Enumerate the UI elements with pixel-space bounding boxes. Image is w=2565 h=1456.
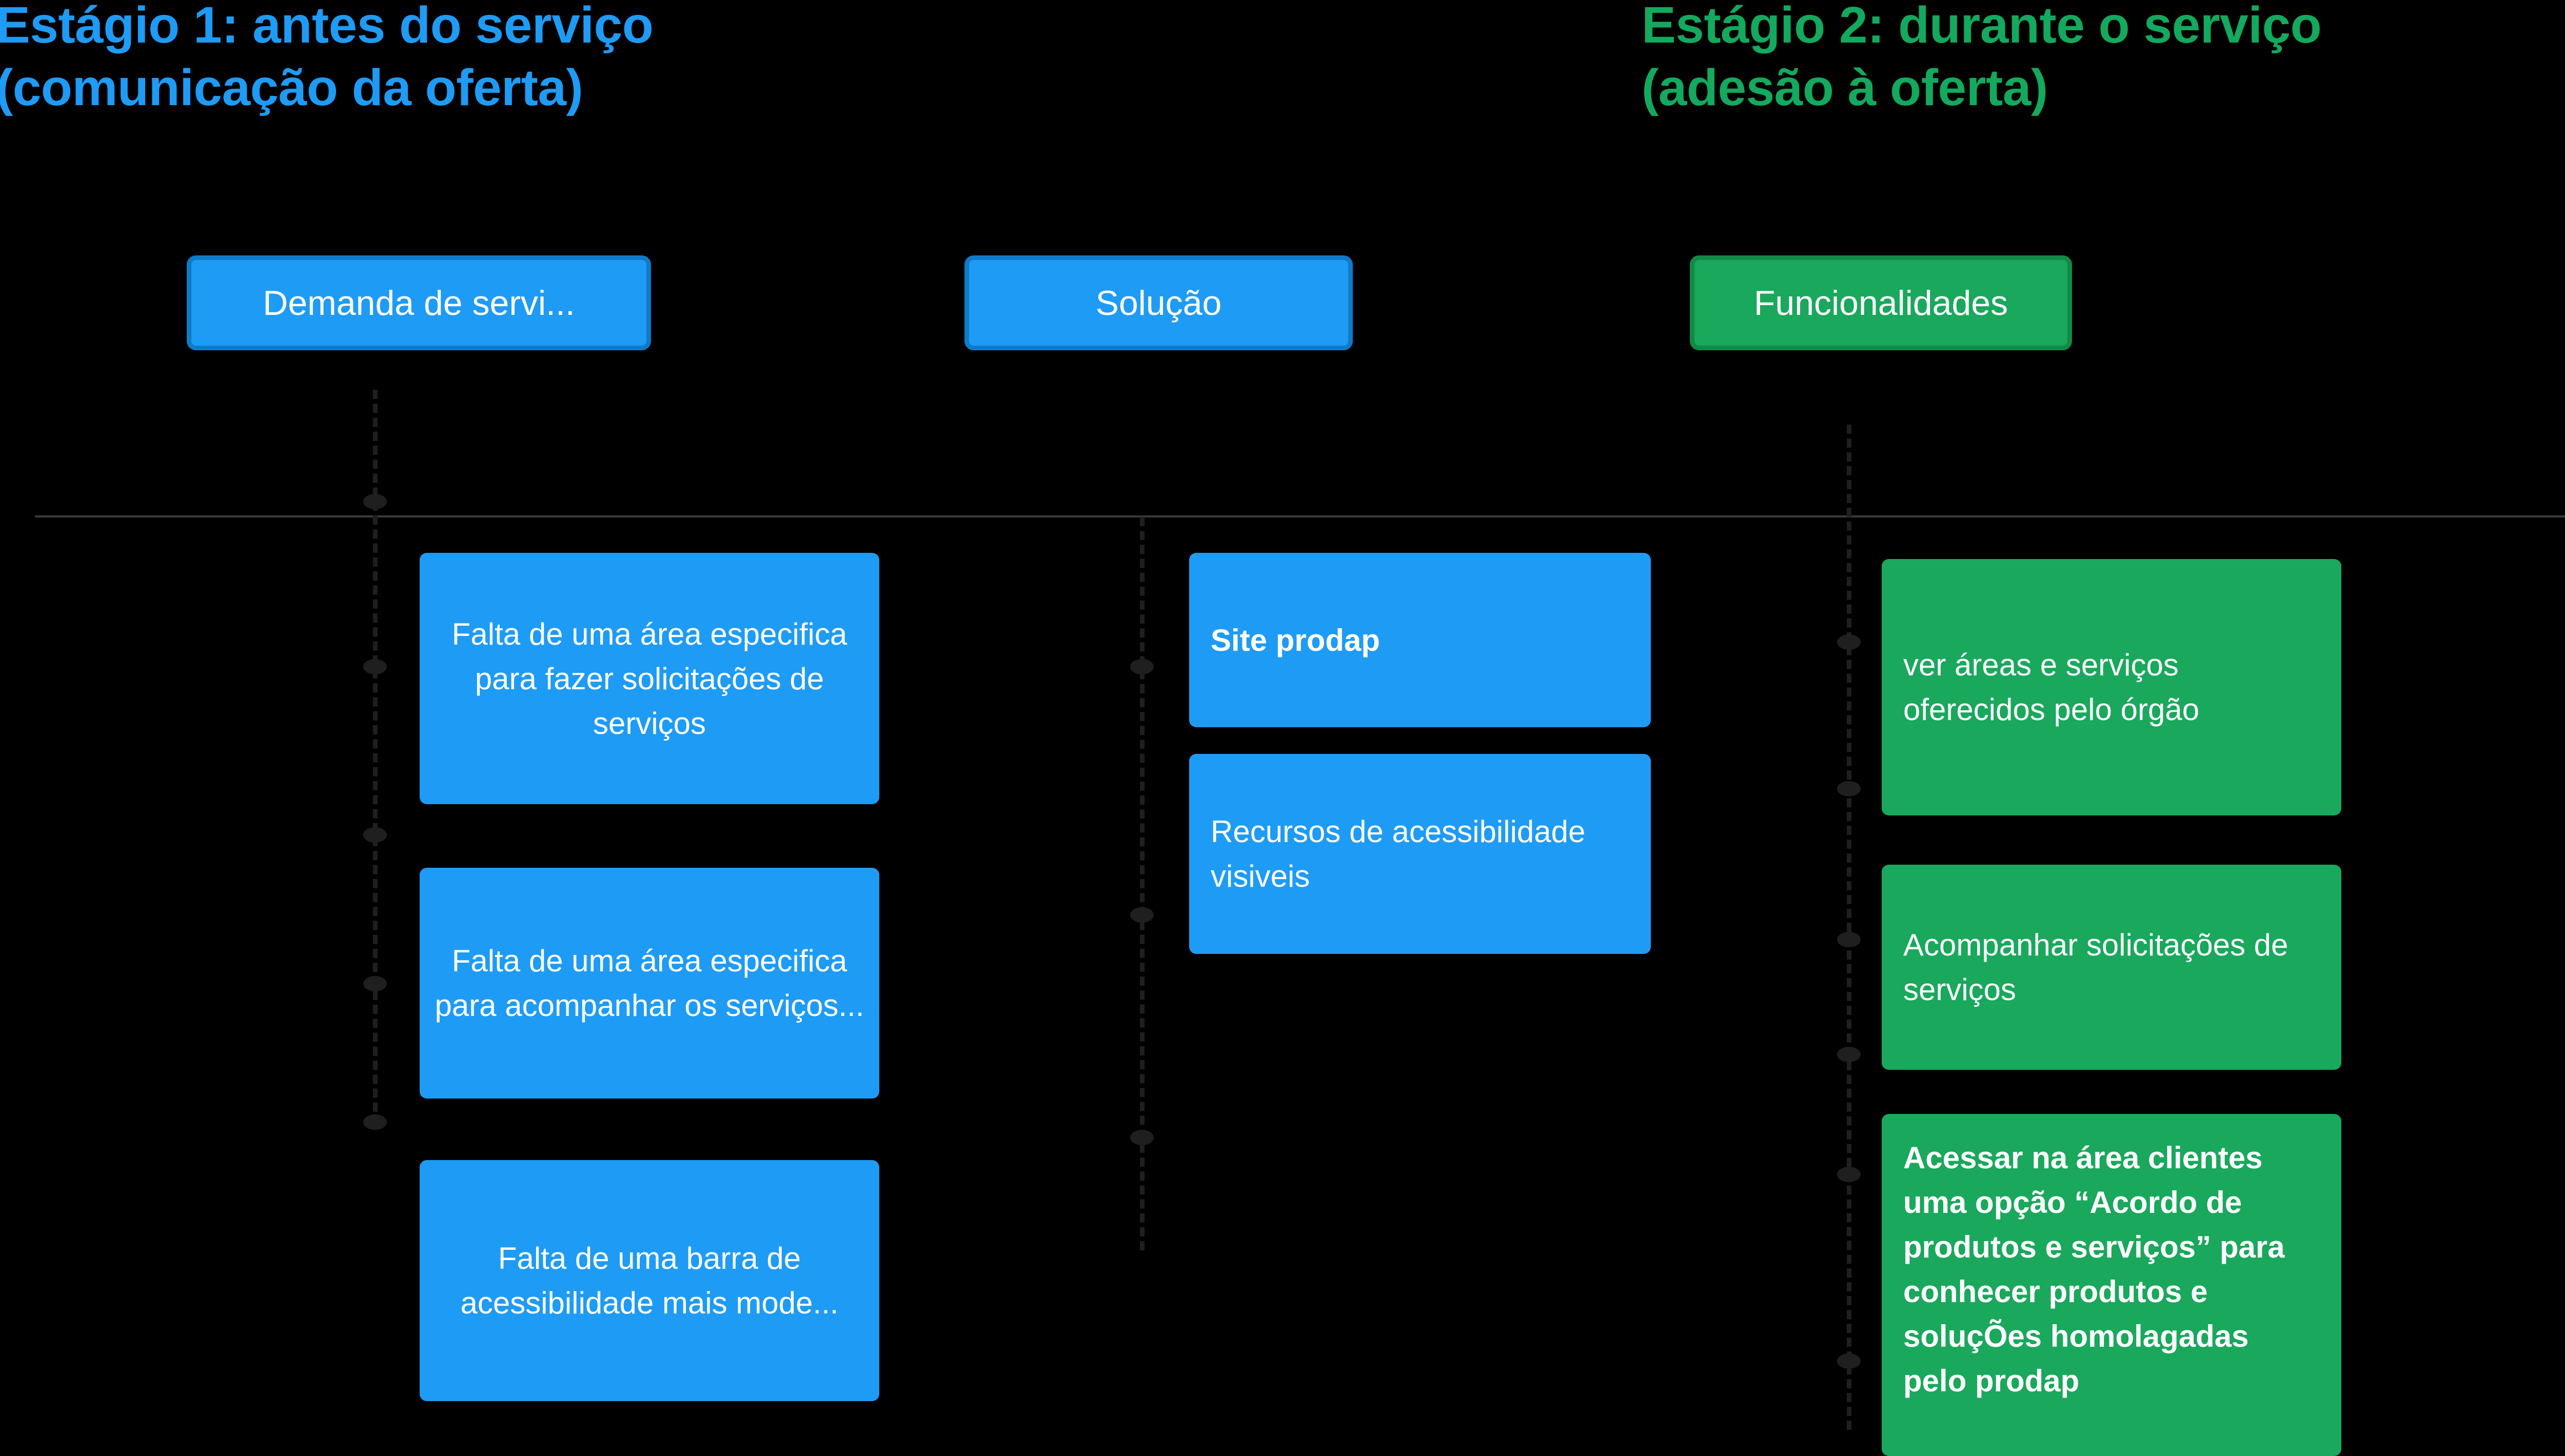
header-box-demanda[interactable]: Demanda de servi... xyxy=(187,255,651,350)
timeline-divider xyxy=(35,515,2565,517)
connector-node xyxy=(1837,1353,1861,1369)
stage-title-line-1: Estágio 2: durante o serviço xyxy=(1642,0,2322,54)
connector-node xyxy=(363,976,387,991)
connector-node xyxy=(1837,1047,1861,1062)
connector-line-3 xyxy=(1847,425,1851,1430)
header-box-solucao[interactable]: Solução xyxy=(964,255,1353,350)
card-falta-area-solicitacoes[interactable]: Falta de uma área especifica para fazer … xyxy=(420,553,879,804)
card-text: Acessar na área clientes uma opção “Acor… xyxy=(1903,1141,2285,1398)
connector-node xyxy=(363,494,387,509)
connector-node xyxy=(1130,659,1154,674)
connector-node xyxy=(363,1114,387,1130)
card-text: Falta de uma barra de acessibilidade mai… xyxy=(460,1241,839,1320)
connector-node xyxy=(1130,907,1154,923)
card-site-prodap[interactable]: Site prodap xyxy=(1189,553,1651,727)
connector-node xyxy=(1837,932,1861,947)
card-text: Acompanhar solicitações de serviços xyxy=(1903,928,2288,1007)
stage-title-line-2: (adesão à oferta) xyxy=(1642,59,2048,116)
connector-node xyxy=(1130,1130,1154,1145)
connector-node xyxy=(1837,781,1861,796)
card-ver-areas-servicos[interactable]: ver áreas e serviços oferecidos pelo órg… xyxy=(1882,559,2341,815)
card-recursos-acessibilidade[interactable]: Recursos de acessibilidade visiveis xyxy=(1189,754,1651,954)
connector-line-2 xyxy=(1140,517,1145,1250)
connector-node xyxy=(363,827,387,843)
card-text: ver áreas e serviços oferecidos pelo órg… xyxy=(1903,648,2200,727)
header-box-funcionalidades[interactable]: Funcionalidades xyxy=(1690,255,2072,350)
connector-node xyxy=(1837,1167,1861,1182)
card-acessar-area-clientes[interactable]: Acessar na área clientes uma opção “Acor… xyxy=(1882,1114,2341,1456)
stage-title-2: Estágio 2: durante o serviço(adesão à of… xyxy=(1642,0,2322,119)
card-falta-area-acompanhar[interactable]: Falta de uma área especifica para acompa… xyxy=(420,868,879,1099)
card-text: Recursos de acessibilidade visiveis xyxy=(1211,814,1586,893)
card-text: Site prodap xyxy=(1211,623,1380,657)
card-text: Falta de uma área especifica para fazer … xyxy=(451,616,847,741)
stage-title-1: Estágio 1: antes do serviço(comunicação … xyxy=(0,0,654,119)
stage-title-line-2: (comunicação da oferta) xyxy=(0,59,583,116)
connector-line-1 xyxy=(373,390,378,1126)
connector-node xyxy=(363,659,387,674)
stage-title-line-1: Estágio 1: antes do serviço xyxy=(0,0,654,54)
card-falta-barra-acessibilidade[interactable]: Falta de uma barra de acessibilidade mai… xyxy=(420,1160,879,1401)
card-text: Falta de uma área especifica para acompa… xyxy=(435,944,864,1023)
connector-node xyxy=(1837,634,1861,650)
card-acompanhar-solicitacoes[interactable]: Acompanhar solicitações de serviços xyxy=(1882,865,2341,1070)
